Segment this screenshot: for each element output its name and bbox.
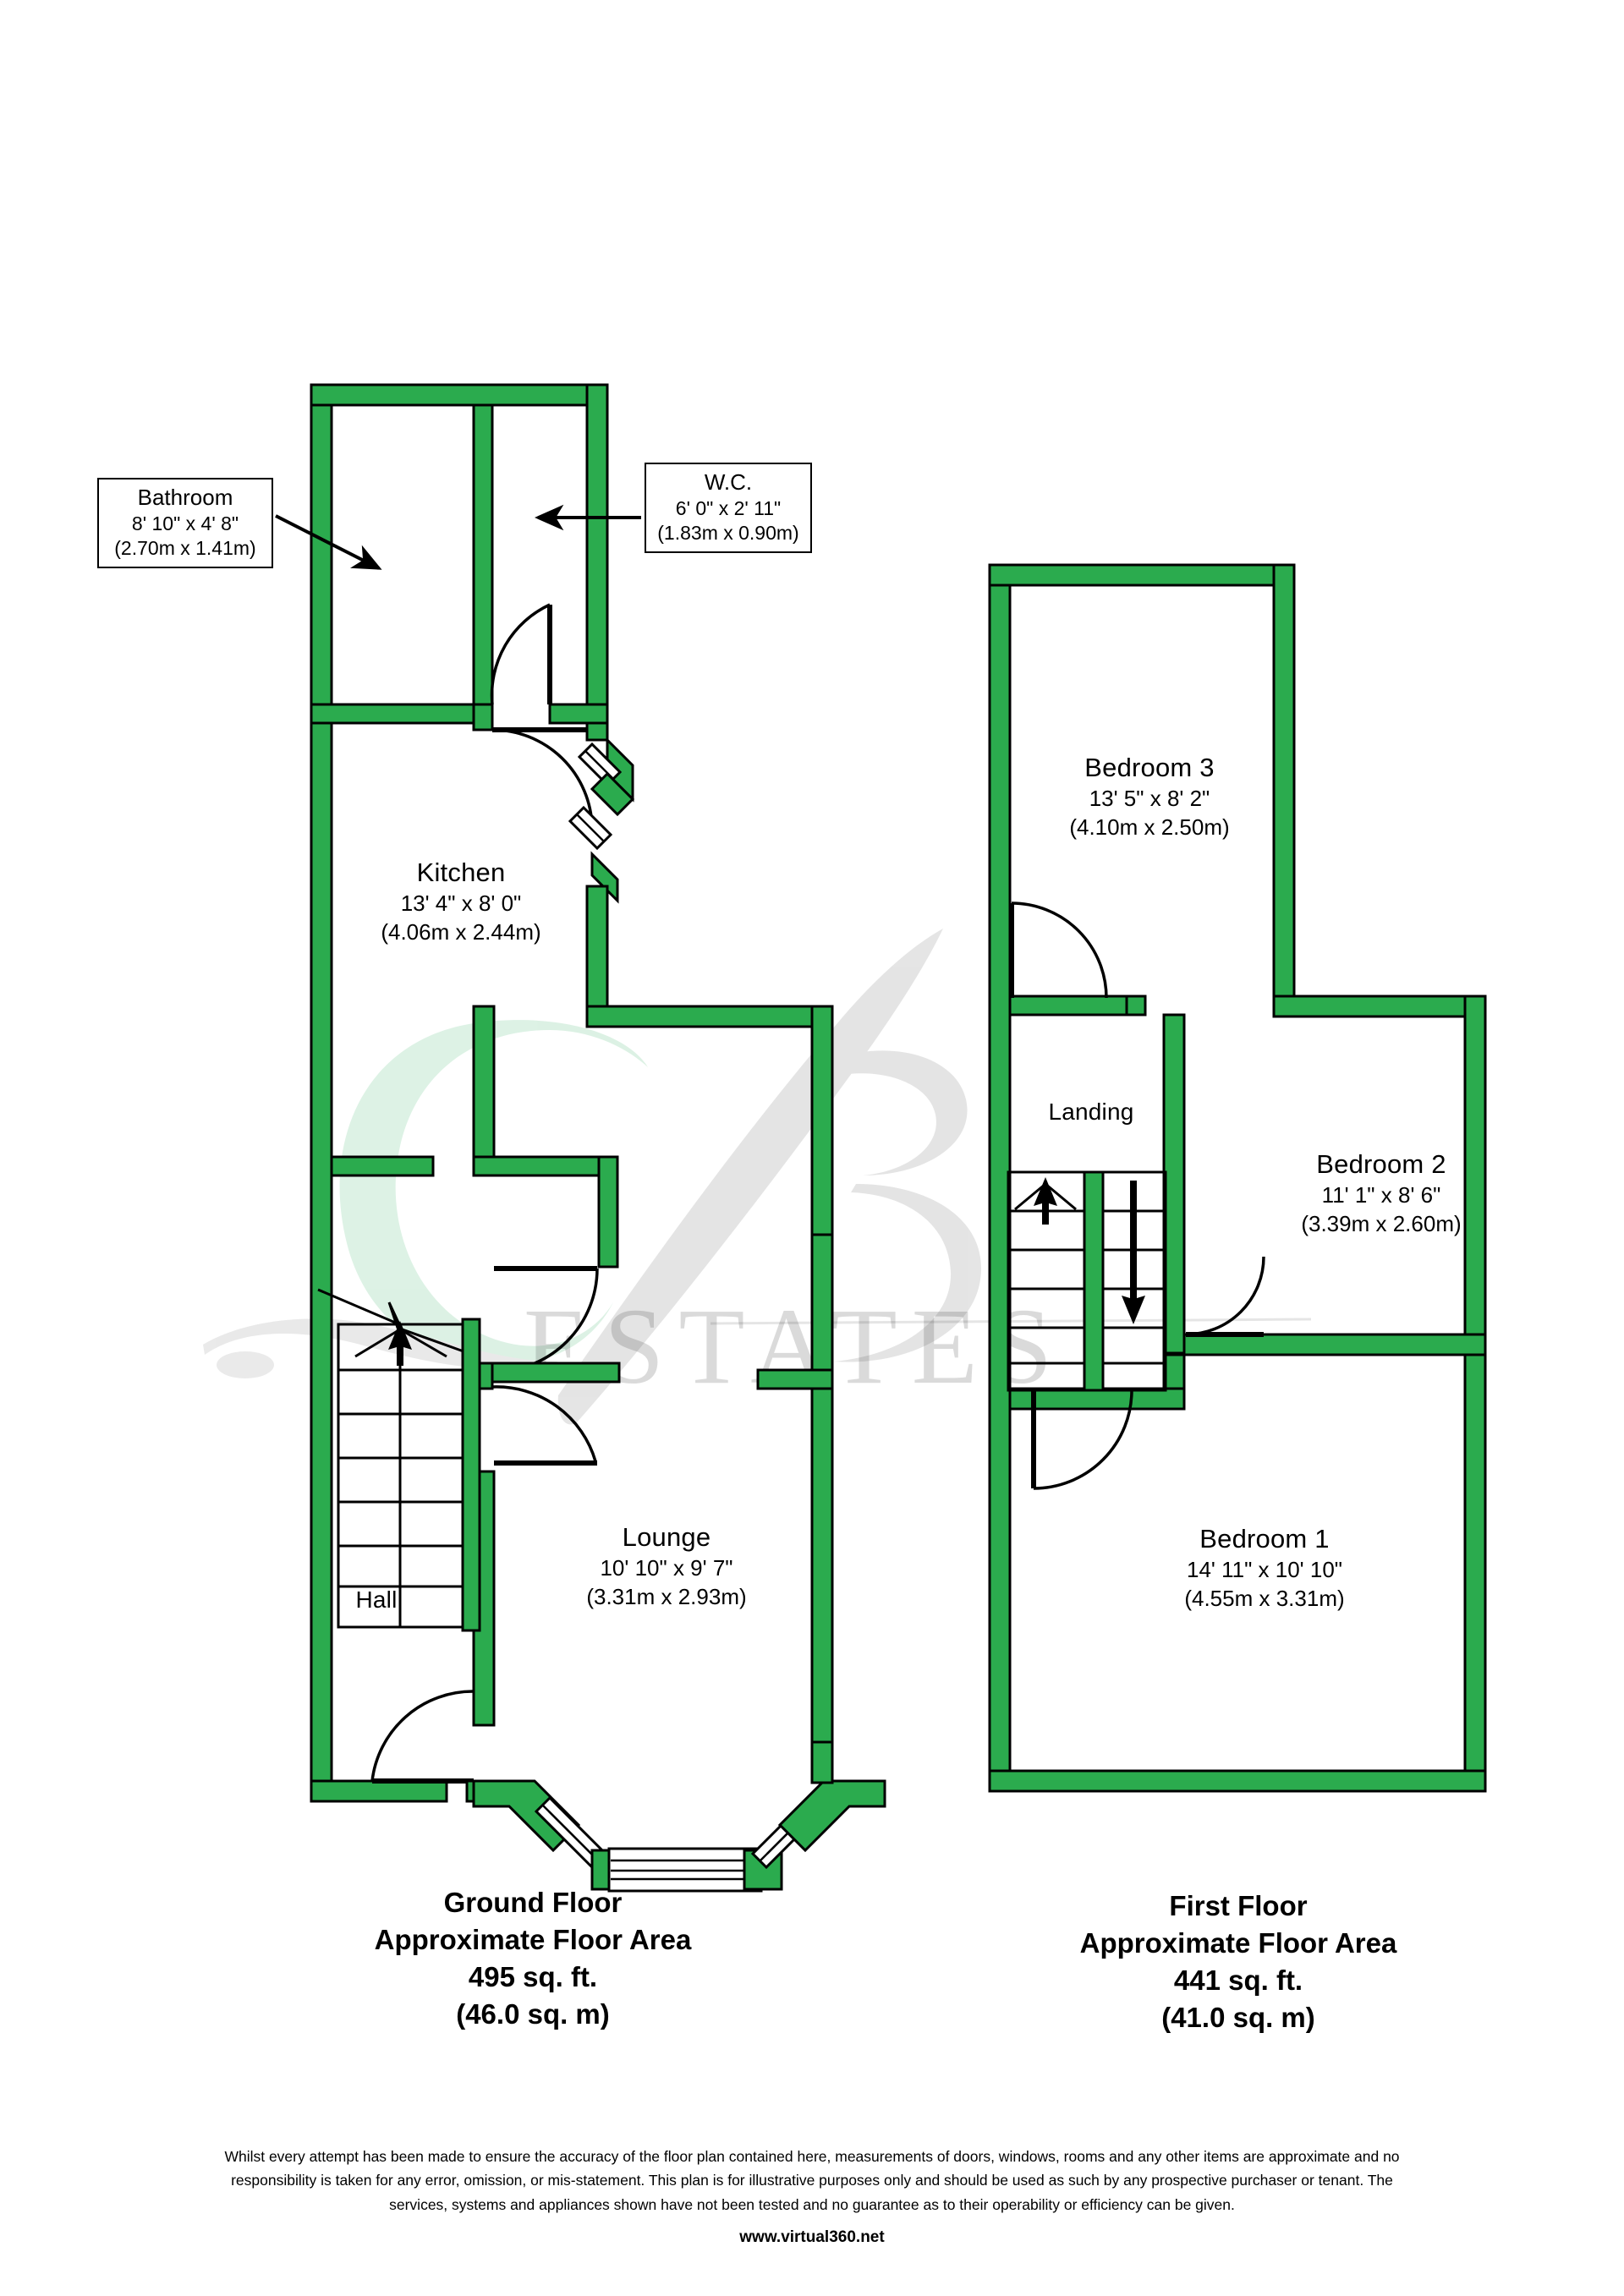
first-floor-caption-area-imperial: 441 sq. ft.	[1173, 1964, 1303, 1996]
room-bedroom-3-name: Bedroom 3	[1084, 753, 1215, 782]
room-lounge-dim-metric: (3.31m x 2.93m)	[586, 1584, 747, 1610]
room-kitchen-name: Kitchen	[416, 858, 506, 887]
room-label-bedroom-1: Bedroom 1 14' 11" x 10' 10" (4.55m x 3.3…	[1133, 1522, 1396, 1614]
first-floor-caption-area-label: Approximate Floor Area	[1079, 1926, 1397, 1959]
disclaimer-line-3: services, systems and appliances shown h…	[389, 2195, 1235, 2213]
first-floor-caption: First Floor Approximate Floor Area 441 s…	[942, 1888, 1534, 2036]
first-floor-caption-name: First Floor	[1169, 1890, 1308, 1921]
room-lounge-dim-imperial: 10' 10" x 9' 7"	[600, 1555, 733, 1581]
callout-bathroom-name: Bathroom	[137, 485, 233, 510]
first-floor-caption-area-metric: (41.0 sq. m)	[1161, 2001, 1315, 2033]
disclaimer-line-2: responsibility is taken for any error, o…	[231, 2172, 1393, 2189]
room-label-kitchen: Kitchen 13' 4" x 8' 0" (4.06m x 2.44m)	[330, 856, 592, 947]
ground-floor-caption-area-label: Approximate Floor Area	[374, 1923, 692, 1955]
room-bedroom-2-dim-metric: (3.39m x 2.60m)	[1301, 1211, 1462, 1237]
room-landing-name: Landing	[1048, 1099, 1134, 1125]
ground-floor-caption-name: Ground Floor	[443, 1887, 623, 1918]
room-bedroom-2-dim-imperial: 11' 1" x 8' 6"	[1321, 1182, 1441, 1208]
room-bedroom-1-dim-imperial: 14' 11" x 10' 10"	[1186, 1557, 1343, 1583]
room-label-lounge: Lounge 10' 10" x 9' 7" (3.31m x 2.93m)	[540, 1521, 793, 1612]
room-lounge-name: Lounge	[622, 1522, 711, 1552]
ground-floor-caption-area-imperial: 495 sq. ft.	[468, 1960, 598, 1992]
disclaimer: Whilst every attempt has been made to en…	[0, 2145, 1624, 2251]
callout-wc: W.C. 6' 0" x 2' 11" (1.83m x 0.90m)	[645, 463, 812, 553]
room-label-hall: Hall	[304, 1585, 448, 1615]
callout-wc-dim-metric: (1.83m x 0.90m)	[657, 521, 799, 544]
room-kitchen-dim-imperial: 13' 4" x 8' 0"	[400, 890, 522, 917]
disclaimer-line-1: Whilst every attempt has been made to en…	[224, 2148, 1400, 2165]
room-label-bedroom-3: Bedroom 3 13' 5" x 8' 2" (4.10m x 2.50m)	[1018, 751, 1281, 842]
room-bedroom-3-dim-metric: (4.10m x 2.50m)	[1069, 814, 1230, 841]
landing-stairs	[1007, 1170, 1167, 1392]
room-bedroom-2-name: Bedroom 2	[1316, 1149, 1446, 1179]
lounge-bay-window	[472, 1740, 886, 1893]
callout-wc-dim-imperial: 6' 0" x 2' 11"	[675, 496, 782, 519]
room-label-landing: Landing	[1015, 1097, 1167, 1127]
first-floor-plan	[988, 563, 1487, 1793]
website-url[interactable]: www.virtual360.net	[739, 2228, 885, 2247]
room-bedroom-1-dim-metric: (4.55m x 3.31m)	[1184, 1586, 1345, 1612]
room-hall-name: Hall	[355, 1586, 398, 1613]
callout-bathroom-dim-imperial: 8' 10" x 4' 8"	[131, 512, 239, 534]
callout-wc-name: W.C.	[704, 469, 753, 495]
room-label-bedroom-2: Bedroom 2 11' 1" x 8' 6" (3.39m x 2.60m)	[1250, 1148, 1512, 1239]
callout-bathroom-dim-metric: (2.70m x 1.41m)	[114, 536, 256, 559]
room-kitchen-dim-metric: (4.06m x 2.44m)	[381, 919, 541, 945]
ground-floor-plan	[310, 383, 886, 1893]
callout-bathroom: Bathroom 8' 10" x 4' 8" (2.70m x 1.41m)	[97, 478, 273, 568]
room-bedroom-3-dim-imperial: 13' 5" x 8' 2"	[1089, 786, 1210, 812]
ground-floor-caption-area-metric: (46.0 sq. m)	[456, 1997, 610, 2030]
ground-floor-caption: Ground Floor Approximate Floor Area 495 …	[237, 1884, 829, 2033]
room-bedroom-1-name: Bedroom 1	[1199, 1524, 1330, 1553]
ground-stairs	[317, 1288, 481, 1632]
